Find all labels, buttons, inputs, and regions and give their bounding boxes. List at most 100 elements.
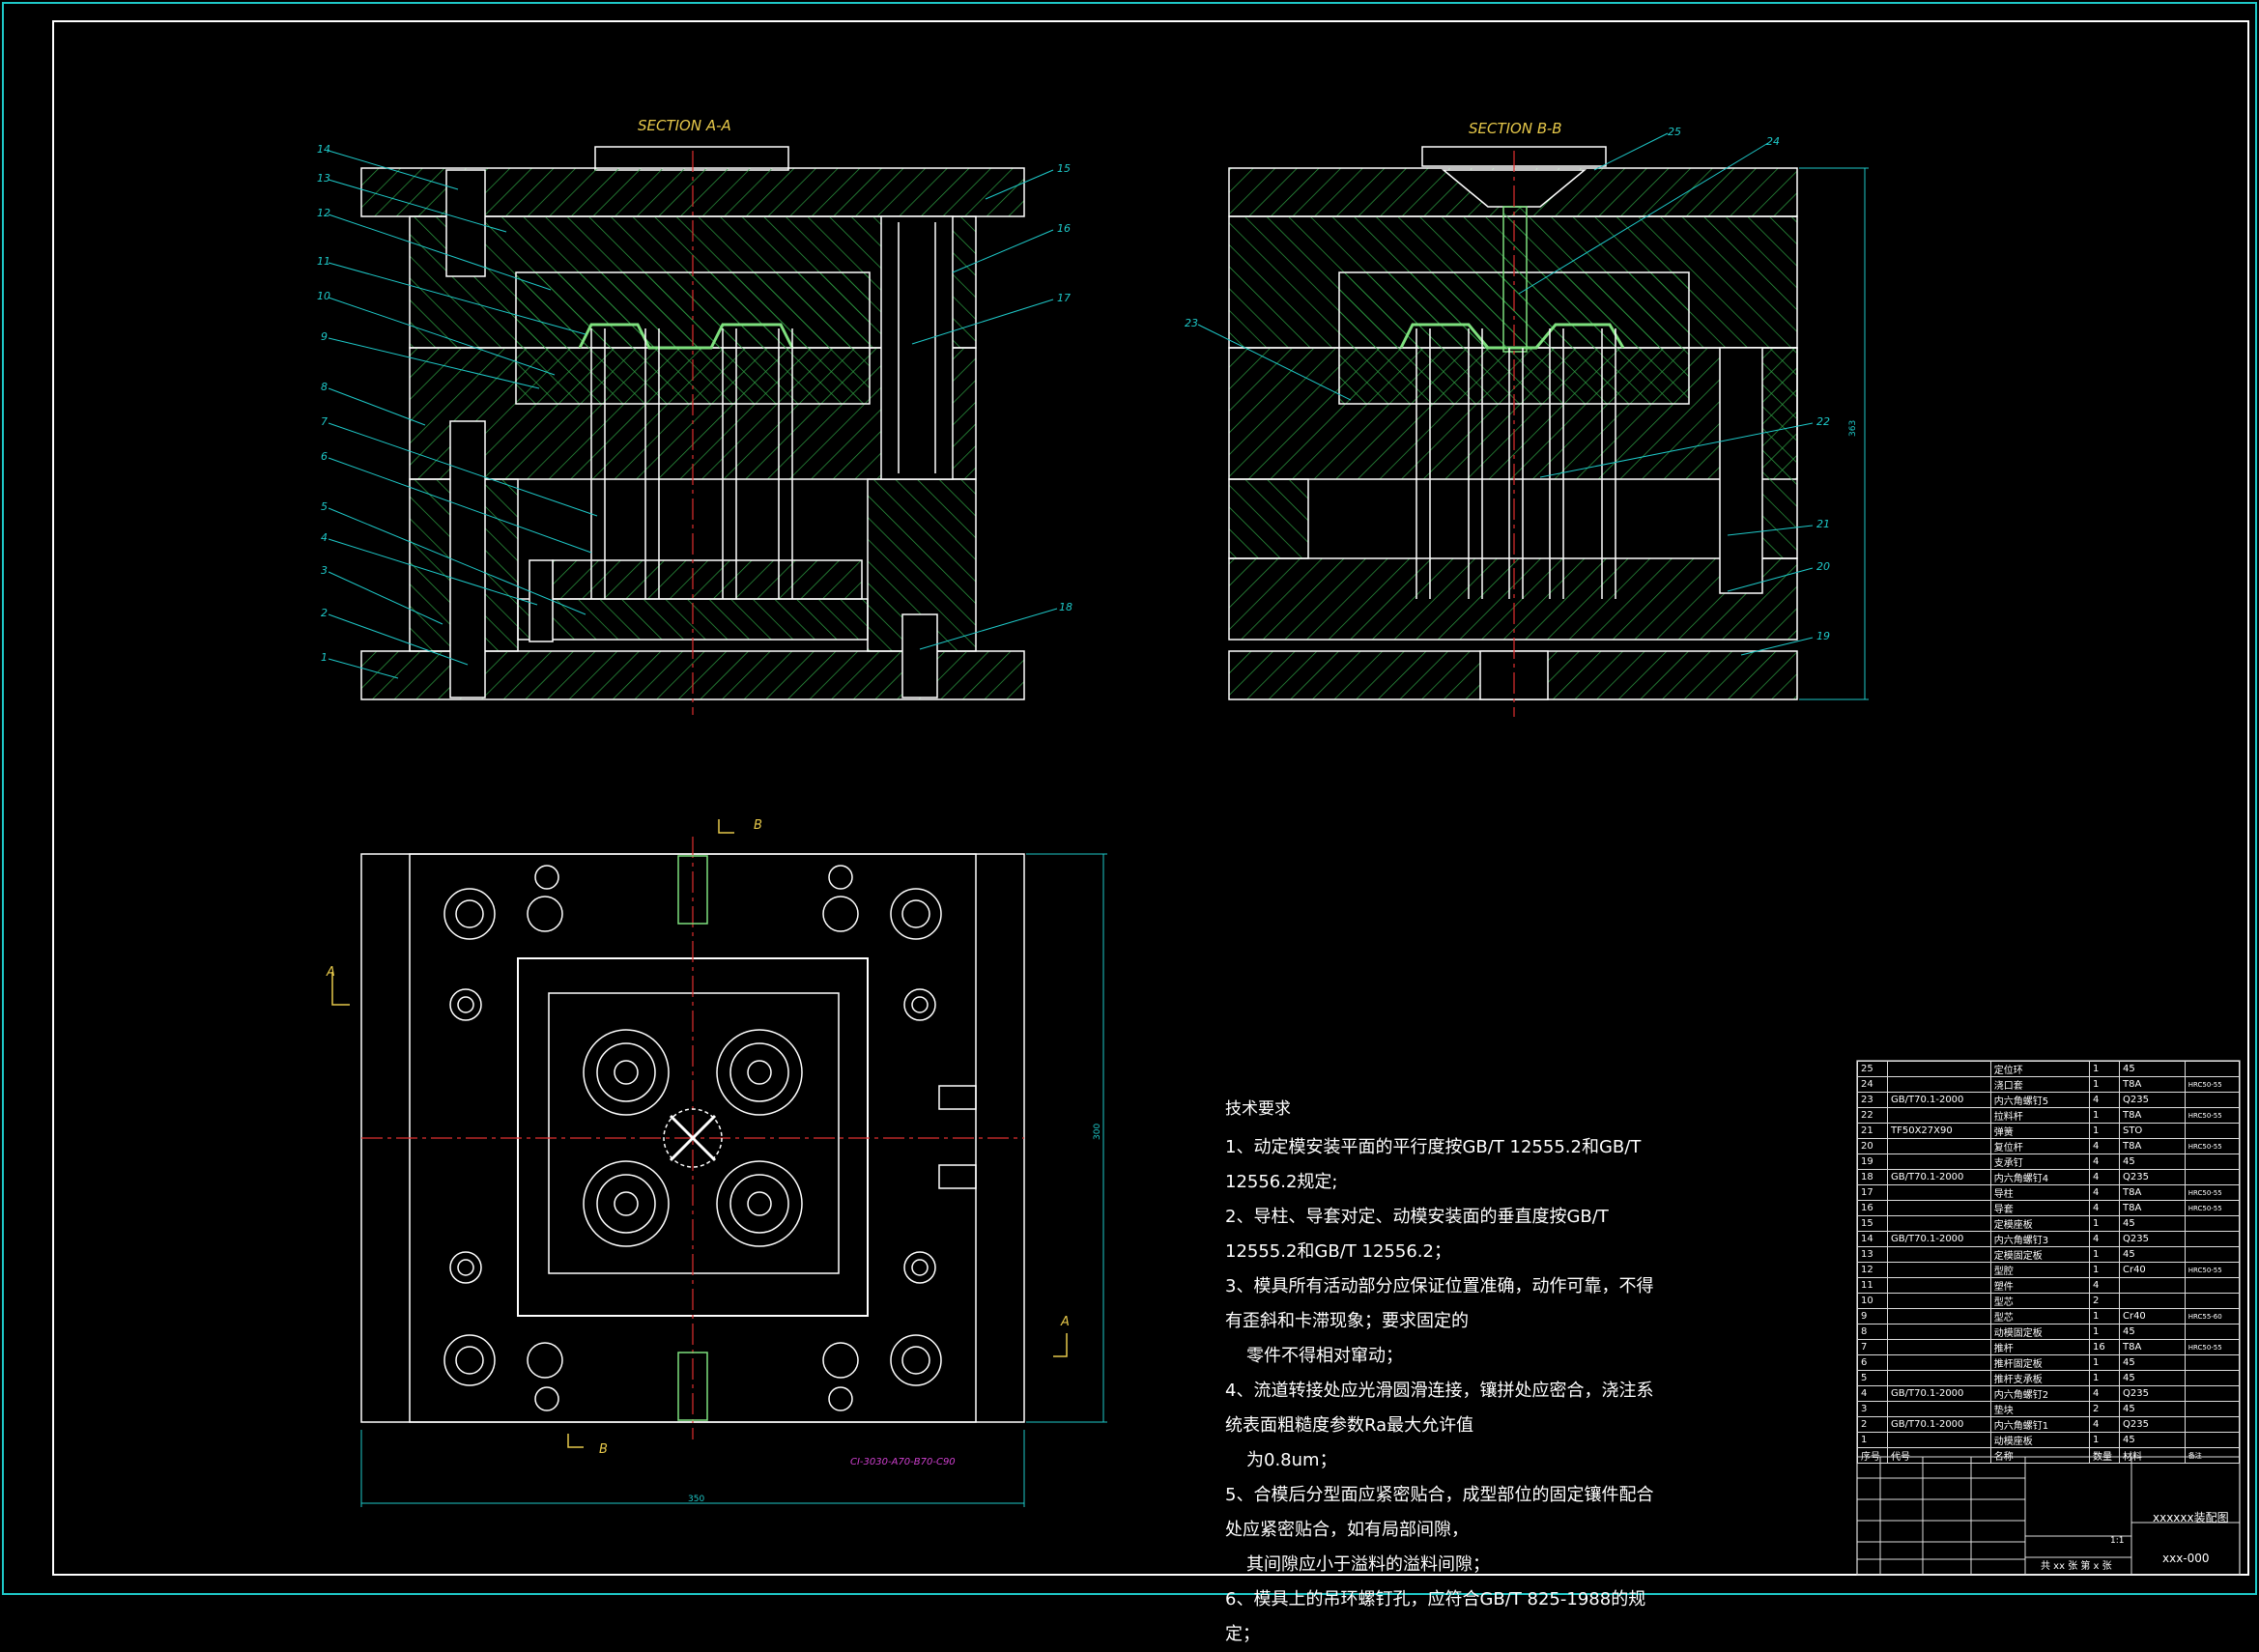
bom-cell-qty: 4 bbox=[2088, 1416, 2120, 1433]
tech-req-item: 6、模具上的吊环螺钉孔，应符合GB/T 825-1988的规定； bbox=[1225, 1589, 1646, 1644]
marker-a-right: A bbox=[1060, 1315, 1070, 1329]
svg-text:16: 16 bbox=[1057, 222, 1071, 235]
bom-cell-mat: 45 bbox=[2118, 1432, 2186, 1448]
bom-cell-name: 推杆支承板 bbox=[1989, 1370, 2090, 1386]
svg-text:13: 13 bbox=[317, 172, 330, 185]
bom-cell-std bbox=[1887, 1262, 1991, 1278]
bom-cell-name: 动模座板 bbox=[1989, 1432, 2090, 1448]
technical-requirements: 技术要求 1、动定模安装平面的平行度按GB/T 12555.2和GB/T 125… bbox=[1225, 1092, 1670, 1652]
bom-header-std: 代号 bbox=[1887, 1447, 1991, 1464]
svg-text:9: 9 bbox=[321, 330, 328, 343]
bom-cell-mat: Q235 bbox=[2118, 1385, 2186, 1402]
bom-cell-mat bbox=[2118, 1277, 2186, 1294]
bom-cell-remark bbox=[2184, 1370, 2241, 1386]
bom-cell-qty: 4 bbox=[2088, 1277, 2120, 1294]
bom-cell-qty: 4 bbox=[2088, 1231, 2120, 1247]
bom-cell-no: 24 bbox=[1857, 1076, 1888, 1093]
bom-cell-remark bbox=[2184, 1123, 2241, 1139]
bom-header-row: 序号代号名称数量材料备注 bbox=[1857, 1447, 2241, 1464]
bom-cell-std bbox=[1887, 1154, 1991, 1170]
svg-text:22: 22 bbox=[1816, 415, 1830, 428]
bom-cell-std bbox=[1887, 1061, 1991, 1077]
overall-width-dim: 350 bbox=[688, 1495, 704, 1504]
section-bb-view: SECTION B-B 363 bbox=[1185, 120, 1869, 717]
plan-height-dim: 300 bbox=[1093, 1124, 1102, 1140]
bom-cell-qty: 4 bbox=[2088, 1092, 2120, 1108]
tech-req-item: 5、合模后分型面应紧密贴合，成型部位的固定镶件配合处应紧密贴合，如有局部间隙， bbox=[1225, 1485, 1654, 1540]
bom-cell-std bbox=[1887, 1200, 1991, 1216]
svg-text:24: 24 bbox=[1766, 135, 1780, 148]
bom-cell-name: 浇口套 bbox=[1989, 1076, 2090, 1093]
svg-text:10: 10 bbox=[317, 290, 330, 302]
bom-cell-name: 支承钉 bbox=[1989, 1154, 2090, 1170]
bom-cell-no: 5 bbox=[1857, 1370, 1888, 1386]
bom-cell-mat: T8A bbox=[2118, 1184, 2186, 1201]
bom-cell-name: 弹簧 bbox=[1989, 1123, 2090, 1139]
svg-text:17: 17 bbox=[1057, 292, 1071, 304]
bom-cell-name: 塑件 bbox=[1989, 1277, 2090, 1294]
bom-cell-mat: Cr40 bbox=[2118, 1262, 2186, 1278]
bom-cell-remark bbox=[2184, 1401, 2241, 1417]
plan-view: 350 300 B B A A CI-3030-A70-B70-C90 bbox=[326, 818, 1107, 1507]
tech-req-item: 3、模具所有活动部分应保证位置准确，动作可靠，不得有歪斜和卡滞现象；要求固定的 bbox=[1225, 1276, 1654, 1331]
marker-b-bottom: B bbox=[599, 1442, 608, 1457]
bom-cell-qty: 4 bbox=[2088, 1385, 2120, 1402]
bom-cell-mat: T8A bbox=[2118, 1138, 2186, 1154]
bom-cell-name: 定模座板 bbox=[1989, 1215, 2090, 1232]
bom-cell-std bbox=[1887, 1184, 1991, 1201]
bom-cell-remark bbox=[2184, 1416, 2241, 1433]
bom-cell-remark bbox=[2184, 1246, 2241, 1263]
svg-text:1: 1 bbox=[321, 651, 328, 664]
bom-cell-std: GB/T70.1-2000 bbox=[1887, 1092, 1991, 1108]
bom-cell-remark bbox=[2184, 1169, 2241, 1185]
bom-cell-qty: 1 bbox=[2088, 1370, 2120, 1386]
bom-cell-remark: HRC50-55 bbox=[2184, 1339, 2241, 1355]
bom-cell-mat: 45 bbox=[2118, 1354, 2186, 1371]
bom-cell-qty: 1 bbox=[2088, 1432, 2120, 1448]
bom-cell-qty: 1 bbox=[2088, 1215, 2120, 1232]
bom-cell-remark: HRC50-55 bbox=[2184, 1076, 2241, 1093]
callouts-bb: 25 24 23 22 21 20 19 bbox=[1185, 126, 1830, 642]
bom-cell-qty: 2 bbox=[2088, 1293, 2120, 1309]
bom-cell-std bbox=[1887, 1401, 1991, 1417]
svg-text:18: 18 bbox=[1059, 601, 1072, 613]
bom-cell-mat: 45 bbox=[2118, 1061, 2186, 1077]
svg-text:14: 14 bbox=[317, 143, 330, 156]
bom-cell-std bbox=[1887, 1354, 1991, 1371]
bom-cell-no: 8 bbox=[1857, 1324, 1888, 1340]
svg-text:21: 21 bbox=[1816, 518, 1830, 530]
bom-cell-std bbox=[1887, 1076, 1991, 1093]
bom-cell-no: 20 bbox=[1857, 1138, 1888, 1154]
bom-cell-mat: T8A bbox=[2118, 1107, 2186, 1124]
bom-cell-name: 定模固定板 bbox=[1989, 1246, 2090, 1263]
bom-cell-no: 14 bbox=[1857, 1231, 1888, 1247]
bom-cell-std: GB/T70.1-2000 bbox=[1887, 1416, 1991, 1433]
callouts-aa: 14 13 12 11 10 9 8 7 6 5 4 3 2 1 15 16 1… bbox=[317, 143, 1072, 664]
bom-cell-name: 定位环 bbox=[1989, 1061, 2090, 1077]
svg-text:4: 4 bbox=[321, 531, 328, 544]
bom-cell-remark: HRC50-55 bbox=[2184, 1138, 2241, 1154]
bom-cell-mat: Q235 bbox=[2118, 1416, 2186, 1433]
bom-cell-no: 3 bbox=[1857, 1401, 1888, 1417]
svg-text:12: 12 bbox=[317, 207, 330, 219]
bom-cell-no: 4 bbox=[1857, 1385, 1888, 1402]
bom-cell-no: 16 bbox=[1857, 1200, 1888, 1216]
cad-drawing: SECTION A-A bbox=[2, 2, 2257, 1595]
sheet-count: 共 xx 张 第 x 张 bbox=[2041, 1561, 2112, 1572]
bom-cell-name: 型芯 bbox=[1989, 1293, 2090, 1309]
bom-cell-std bbox=[1887, 1277, 1991, 1294]
